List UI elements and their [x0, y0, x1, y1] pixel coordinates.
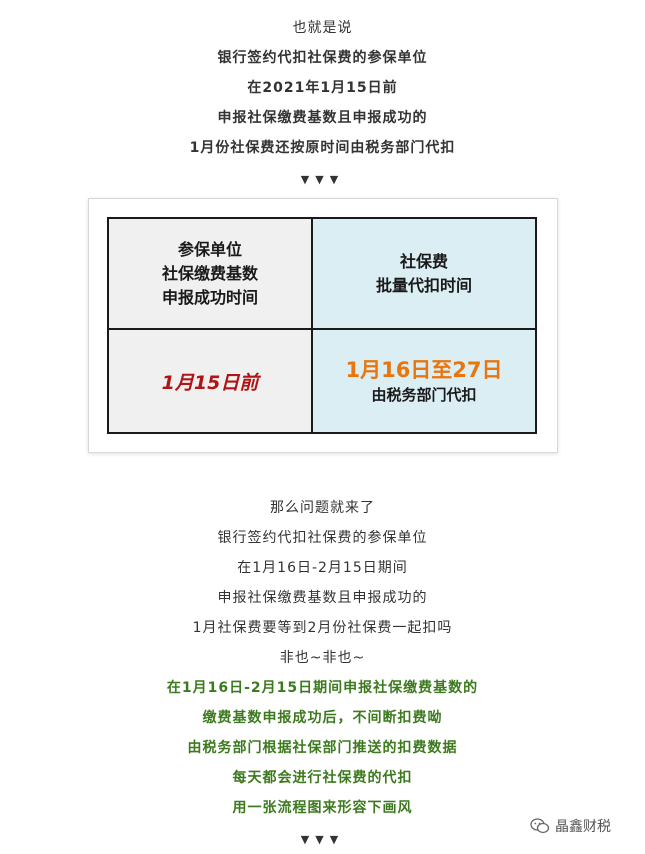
watermark-text: 晶鑫财税 [555, 819, 611, 835]
header-cell-right: 社保费 批量代扣时间 [313, 219, 535, 330]
header-cell-left: 参保单位 社保缴费基数 申报成功时间 [109, 219, 313, 330]
mid-line-5: 1月社保费要等到2月份社保费一起扣吗 [192, 620, 453, 636]
header-right-line-2: 批量代扣时间 [375, 275, 472, 295]
intro-line-5: 1月份社保费还按原时间由税务部门代扣 [189, 140, 456, 156]
value-cell-left: 1月15日前 [109, 330, 313, 432]
info-table-card: 参保单位 社保缴费基数 申报成功时间 社保费 批量代扣时间 1月15日前 1月1… [88, 198, 558, 453]
value-cell-right: 1月16日至27日 由税务部门代扣 [313, 330, 535, 432]
green-line-2: 缴费基数申报成功后，不间断扣费呦 [202, 710, 443, 726]
watermark: 晶鑫财税 [530, 816, 611, 836]
green-line-5: 用一张流程图来形容下画风 [232, 800, 413, 816]
mid-line-4: 申报社保缴费基数且申报成功的 [217, 590, 428, 606]
green-line-1: 在1月16日-2月15日期间申报社保缴费基数的 [166, 680, 479, 696]
wechat-icon [530, 818, 550, 834]
intro-line-4: 申报社保缴费基数且申报成功的 [217, 110, 428, 126]
intro-line-3: 在2021年1月15日前 [247, 80, 398, 96]
green-line-3: 由税务部门根据社保部门推送的扣费数据 [187, 740, 458, 756]
mid-line-2: 银行签约代扣社保费的参保单位 [217, 530, 428, 546]
deadline-value: 1月15日前 [161, 371, 259, 394]
deduction-agent-text: 由税务部门代扣 [371, 386, 477, 404]
header-right-line-1: 社保费 [399, 251, 448, 271]
green-line-4: 每天都会进行社保费的代扣 [232, 770, 413, 786]
header-left-line-1: 参保单位 [177, 239, 242, 259]
intro-line-2: 银行签约代扣社保费的参保单位 [217, 50, 428, 66]
deduction-period-value: 1月16日至27日 [345, 358, 503, 382]
down-arrows-icon-bottom: ▼▼▼ [300, 833, 345, 846]
mid-line-3: 在1月16日-2月15日期间 [237, 560, 408, 576]
down-arrows-icon: ▼▼▼ [300, 173, 345, 186]
mid-line-1: 那么问题就来了 [270, 500, 375, 516]
header-left-line-2: 社保缴费基数 [161, 263, 258, 283]
mid-line-6: 非也~非也~ [279, 650, 366, 666]
header-left-line-3: 申报成功时间 [161, 287, 258, 307]
info-table: 参保单位 社保缴费基数 申报成功时间 社保费 批量代扣时间 1月15日前 1月1… [107, 217, 537, 434]
intro-line-1: 也就是说 [292, 20, 353, 36]
